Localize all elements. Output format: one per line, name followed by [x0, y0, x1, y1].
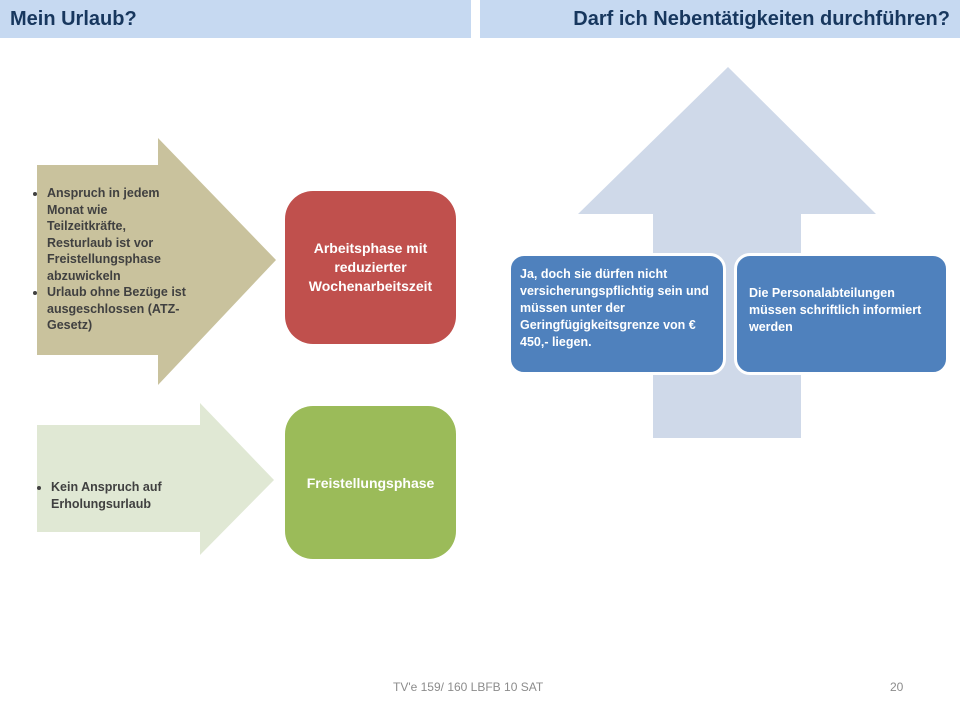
box-release-phase: Freistellungsphase	[285, 406, 456, 559]
box-side-job-conditions: Ja, doch sie dürfen nicht versicherungsp…	[508, 253, 726, 375]
up-arrow	[578, 67, 876, 438]
bullet-monthly-entitlement: Anspruch in jedem Monat wie Teilzeitkräf…	[47, 185, 187, 284]
box-release-phase-text: Freistellungsphase	[306, 474, 435, 491]
arrow-work-phase	[37, 138, 276, 385]
bullet-no-entitlement: Kein Anspruch auf Erholungsurlaub	[51, 479, 201, 512]
box-side-job-conditions-text: Ja, doch sie dürfen nicht versicherungsp…	[520, 267, 709, 349]
footer-text: TV'e 159/ 160 LBFB 10 SAT	[393, 680, 544, 694]
title-side-jobs-text: Darf ich Nebentätigkeiten durchführen?	[573, 7, 950, 30]
arrow-release-phase	[37, 403, 274, 555]
page-number: 20	[890, 680, 904, 694]
box-hr-notification-text: Die Personalabteilungen müssen schriftli…	[749, 286, 922, 334]
bullet-unpaid-leave: Urlaub ohne Bezüge ist ausgeschlossen (A…	[47, 284, 187, 334]
vacation-work-phase-list: Anspruch in jedem Monat wie Teilzeitkräf…	[33, 185, 187, 334]
vacation-release-phase-list: Kein Anspruch auf Erholungsurlaub	[37, 479, 201, 512]
title-side-jobs: Darf ich Nebentätigkeiten durchführen?	[480, 0, 960, 38]
title-my-vacation-text: Mein Urlaub?	[10, 7, 137, 30]
box-work-phase: Arbeitsphase mit reduzierter Wochenarbei…	[285, 191, 456, 344]
box-hr-notification: Die Personalabteilungen müssen schriftli…	[734, 253, 949, 375]
box-work-phase-text: Arbeitsphase mit reduzierter Wochenarbei…	[308, 240, 433, 294]
title-my-vacation: Mein Urlaub?	[0, 0, 471, 38]
